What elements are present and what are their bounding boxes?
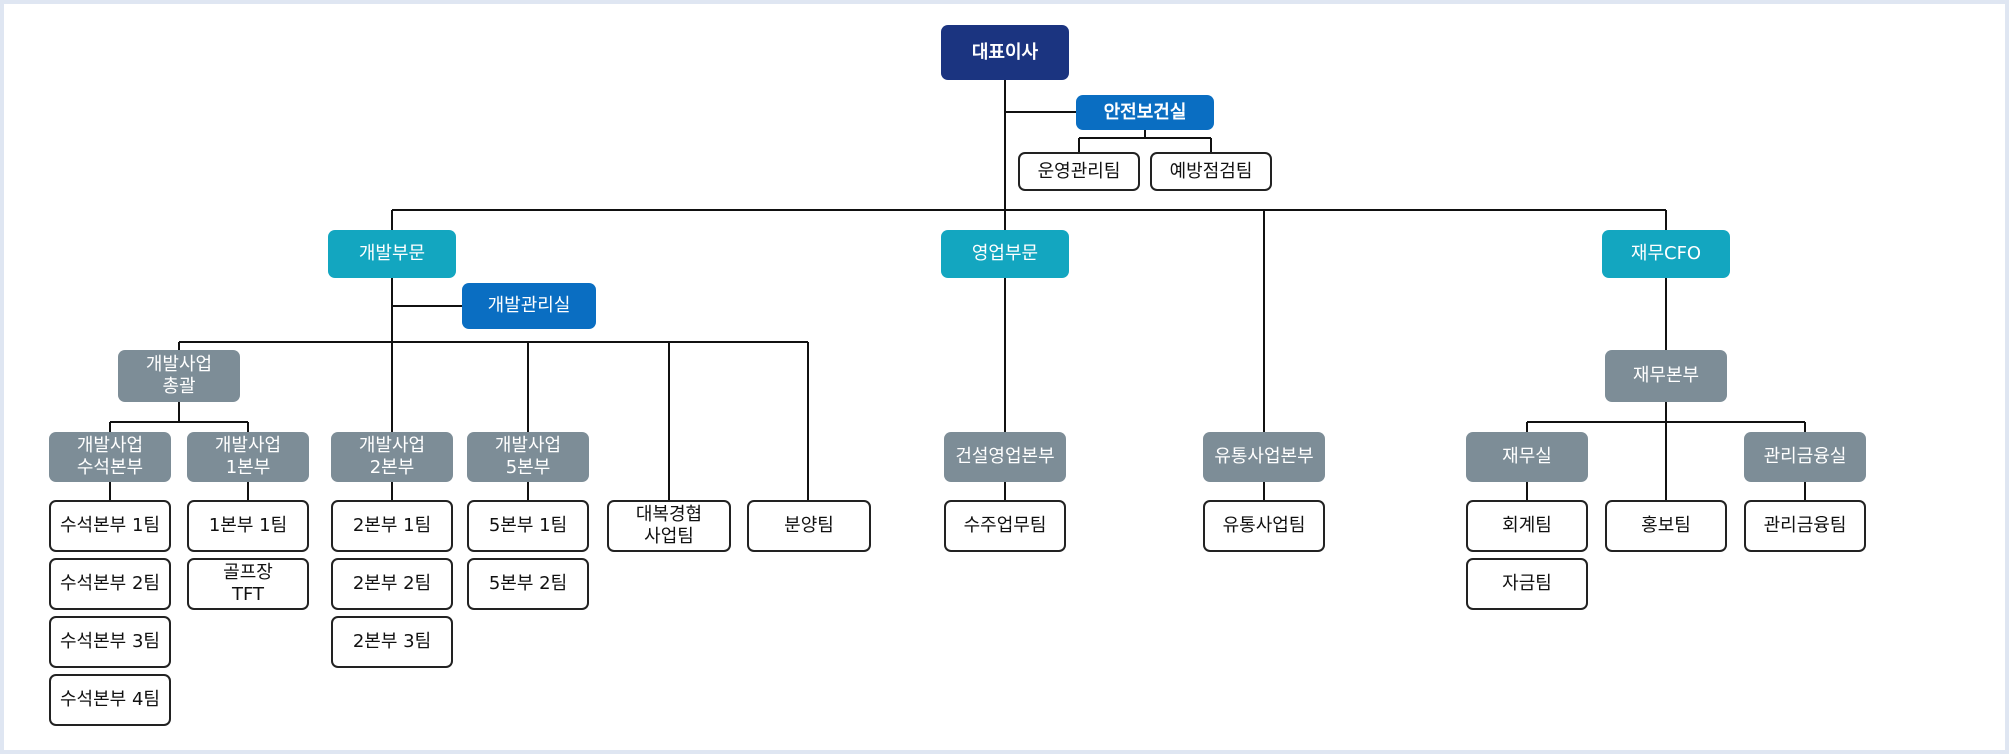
connector-lines [109, 80, 1806, 500]
org-chart: 대표이사 안전보건실 운영관리팀 예방점검팀 개발부문 영업부문 재무CFO 개… [4, 4, 2005, 750]
hq1-team1-box[interactable]: 1본부 1팀 [187, 500, 309, 552]
golf-tft-box[interactable]: 골프장 TFT [187, 558, 309, 610]
dev-mgmt-office-box[interactable]: 개발관리실 [462, 283, 596, 329]
funds-team-box[interactable]: 자금팀 [1466, 558, 1588, 610]
capital-team3-box[interactable]: 수석본부 3팀 [49, 616, 171, 668]
hq2-team2-box[interactable]: 2본부 2팀 [331, 558, 453, 610]
capital-team2-box[interactable]: 수석본부 2팀 [49, 558, 171, 610]
distribution-hq-box[interactable]: 유통사업본부 [1203, 432, 1325, 482]
finance-cfo-box[interactable]: 재무CFO [1602, 230, 1730, 278]
hq2-team1-box[interactable]: 2본부 1팀 [331, 500, 453, 552]
accounting-team-box[interactable]: 회계팀 [1466, 500, 1588, 552]
hq5-team1-box[interactable]: 5본부 1팀 [467, 500, 589, 552]
capital-team1-box[interactable]: 수석본부 1팀 [49, 500, 171, 552]
sales-unit-team-box[interactable]: 분양팀 [747, 500, 871, 552]
capital-team4-box[interactable]: 수석본부 4팀 [49, 674, 171, 726]
dev-capital-hq-box[interactable]: 개발사업 수석본부 [49, 432, 171, 482]
finance-office-box[interactable]: 재무실 [1466, 432, 1588, 482]
construction-sales-hq-box[interactable]: 건설영업본부 [944, 432, 1066, 482]
distribution-team-box[interactable]: 유통사업팀 [1203, 500, 1325, 552]
sales-division-box[interactable]: 영업부문 [941, 230, 1069, 278]
ops-team-box[interactable]: 운영관리팀 [1018, 152, 1140, 191]
prevention-team-box[interactable]: 예방점검팀 [1150, 152, 1272, 191]
order-team-box[interactable]: 수주업무팀 [944, 500, 1066, 552]
hq2-team3-box[interactable]: 2본부 3팀 [331, 616, 453, 668]
dev-division-box[interactable]: 개발부문 [328, 230, 456, 278]
safety-office-box[interactable]: 안전보건실 [1076, 95, 1214, 130]
hq5-team2-box[interactable]: 5본부 2팀 [467, 558, 589, 610]
finance-mgmt-office-box[interactable]: 관리금융실 [1744, 432, 1866, 482]
dev-hq5-box[interactable]: 개발사업 5본부 [467, 432, 589, 482]
pr-team-box[interactable]: 홍보팀 [1605, 500, 1727, 552]
dev-hq1-box[interactable]: 개발사업 1본부 [187, 432, 309, 482]
dev-hq2-box[interactable]: 개발사업 2본부 [331, 432, 453, 482]
finance-hq-box[interactable]: 재무본부 [1605, 350, 1727, 402]
ceo-box[interactable]: 대표이사 [941, 25, 1069, 80]
daebok-team-box[interactable]: 대복경협 사업팀 [607, 500, 731, 552]
finance-mgmt-team-box[interactable]: 관리금융팀 [1744, 500, 1866, 552]
dev-business-head-box[interactable]: 개발사업 총괄 [118, 350, 240, 402]
